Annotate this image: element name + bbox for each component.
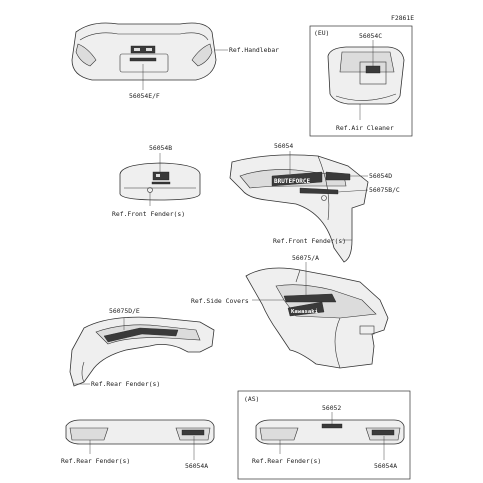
- callout-56054b: 56054B: [149, 144, 172, 152]
- callout-56052: 56052: [322, 404, 341, 412]
- decal-56075de: [103, 327, 179, 343]
- callout-56054ef: 56054E/F: [129, 92, 160, 100]
- callout-56054a-left: 56054A: [185, 462, 208, 470]
- eu-region-box: (EU): [309, 25, 413, 137]
- decal-56075a: Kawasaki: [283, 293, 337, 317]
- side-cover-assembly: [245, 267, 389, 369]
- callout-56054: 56054: [274, 142, 293, 150]
- callout-56075a: 56075/A: [292, 254, 319, 262]
- decal-56054-bruteforce: BRUTEFORCE: [271, 171, 323, 187]
- region-label-eu: (EU): [314, 29, 329, 37]
- front-fender-large: [229, 154, 369, 263]
- figure-code: F2861E: [391, 14, 414, 22]
- callout-ref-handlebar: Ref.Handlebar: [229, 46, 279, 54]
- callout-ref-rear-fender-2: Ref.Rear Fender(s): [61, 457, 130, 465]
- rear-fender-large: [69, 316, 215, 387]
- callout-ref-side-covers: Ref.Side Covers: [191, 297, 249, 305]
- callout-ref-front-fender-2: Ref.Front Fender(s): [273, 237, 346, 245]
- callout-ref-air-cleaner: Ref.Air Cleaner: [336, 124, 394, 132]
- decal-56054b: [151, 171, 171, 185]
- callout-56054a-right: 56054A: [374, 462, 397, 470]
- decal-kawasaki-text: Kawasaki: [291, 309, 319, 315]
- callout-56075bc: 56075B/C: [369, 186, 400, 194]
- decal-56054d: [325, 171, 351, 181]
- air-cleaner-cover: [327, 46, 405, 105]
- callout-56054d: 56054D: [369, 172, 392, 180]
- as-region-box: (AS): [237, 390, 411, 480]
- decal-56054ef: [129, 45, 157, 62]
- region-label-as: (AS): [244, 395, 259, 403]
- decal-bruteforce-text: BRUTEFORCE: [274, 178, 311, 185]
- decal-56054a-right: [371, 429, 395, 436]
- callout-56075de: 56075D/E: [109, 307, 140, 315]
- callout-56054c: 56054C: [359, 32, 382, 40]
- decal-56054a-left: [181, 429, 205, 436]
- decal-56075bc: [299, 187, 339, 195]
- decal-56054c: [365, 65, 381, 74]
- callout-ref-front-fender-1: Ref.Front Fender(s): [112, 210, 185, 218]
- front-fender-panel: [119, 162, 201, 201]
- callout-ref-rear-fender-1: Ref.Rear Fender(s): [91, 380, 160, 388]
- rear-fender-bar-left: [65, 419, 215, 445]
- callout-ref-rear-fender-3: Ref.Rear Fender(s): [252, 457, 321, 465]
- decal-56052: [321, 423, 343, 429]
